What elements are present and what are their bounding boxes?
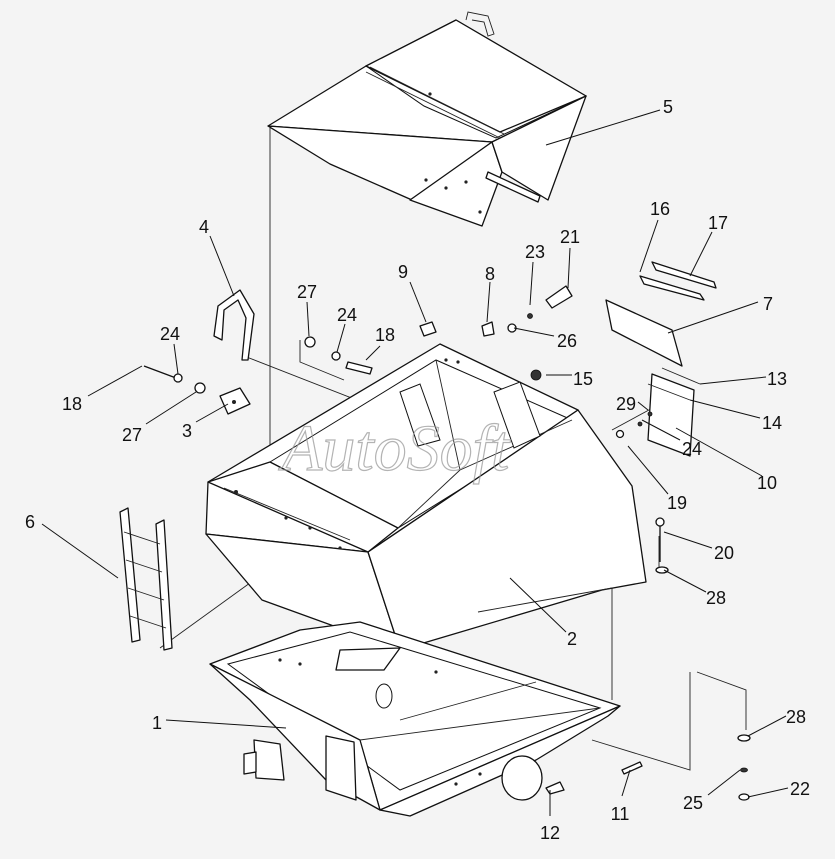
leader-line-c26 (513, 327, 555, 337)
callout-c27b: 27 (297, 282, 317, 302)
callout-c11: 11 (611, 804, 630, 824)
gasket-strips (639, 261, 717, 301)
callout-c19: 19 (667, 493, 687, 513)
leader-line-c24a (173, 343, 179, 375)
leader-line-c21 (567, 247, 571, 289)
callout-c12: 12 (540, 823, 560, 843)
leader-line-c4 (209, 235, 235, 297)
leader-line-c20 (663, 531, 713, 549)
leader-line-c29 (637, 401, 649, 411)
leader-line-c2 (509, 577, 567, 633)
callout-c5: 5 (663, 97, 673, 117)
callout-c28b: 28 (786, 707, 806, 727)
callout-c18a: 18 (62, 394, 82, 414)
hopper-extension (267, 11, 588, 227)
callout-c26: 26 (557, 331, 577, 351)
leader-line-c24c (641, 419, 681, 441)
callout-c9: 9 (398, 262, 408, 282)
callout-c15: 15 (573, 369, 593, 389)
handle (213, 289, 255, 361)
leader-line-c23 (529, 261, 534, 306)
callout-c20: 20 (714, 543, 734, 563)
callout-c8: 8 (485, 264, 495, 284)
callout-c23: 23 (525, 242, 545, 262)
leader-line-c17 (689, 231, 713, 277)
leader-line-c28b (747, 715, 787, 737)
leader-line-c11 (621, 769, 631, 797)
callout-c6: 6 (25, 512, 35, 532)
callout-c27a: 27 (122, 425, 142, 445)
leader-line-c19 (627, 445, 669, 495)
callout-c13: 13 (767, 369, 787, 389)
leader-line-c27b (306, 301, 310, 337)
main-bin (205, 343, 647, 663)
leader-line-c6 (41, 523, 119, 579)
callout-c24a: 24 (160, 324, 180, 344)
callout-c28a: 28 (706, 588, 726, 608)
callout-c14: 14 (762, 413, 782, 433)
bottom-hopper (209, 621, 621, 817)
callout-c3: 3 (182, 421, 192, 441)
leader-line-c18b (365, 345, 381, 361)
callout-labels: 1234567891011121314151617181819202122232… (25, 97, 810, 843)
callout-c2: 2 (567, 629, 577, 649)
leader-line-c13 (699, 376, 767, 385)
panel-window (605, 299, 683, 367)
callout-c4: 4 (199, 217, 209, 237)
callout-c29: 29 (616, 394, 636, 414)
callout-c16: 16 (650, 199, 670, 219)
leader-line-c5 (545, 109, 661, 146)
leader-line-c25 (707, 769, 741, 796)
leader-line-c8 (486, 281, 491, 323)
leader-line-c7 (667, 301, 759, 334)
callout-c1: 1 (152, 713, 162, 733)
leader-line-c1 (165, 719, 287, 729)
side-plate (647, 367, 701, 457)
callout-c24b: 24 (337, 305, 357, 325)
callout-c22: 22 (790, 779, 810, 799)
ladder (119, 507, 173, 651)
leader-line-c24b (336, 323, 346, 353)
leader-line-c9 (409, 281, 427, 323)
watermark-text: AutoSoft (278, 412, 511, 485)
callout-c21: 21 (560, 227, 580, 247)
leader-line-c16 (639, 219, 659, 273)
callout-c7: 7 (763, 294, 773, 314)
callout-c24c: 24 (682, 439, 702, 459)
leader-line-c3 (195, 403, 229, 423)
leader-line-c10 (675, 427, 763, 477)
leader-line-c28a (663, 569, 707, 593)
callout-c10: 10 (757, 473, 777, 493)
callout-c18b: 18 (375, 325, 395, 345)
fasteners (143, 285, 751, 801)
leader-line-c14 (689, 399, 761, 419)
callout-c25: 25 (683, 793, 703, 813)
leader-line-c22 (747, 787, 789, 798)
callout-c17: 17 (708, 213, 728, 233)
cap (219, 387, 251, 415)
leader-line-c27a (145, 391, 197, 425)
leader-line-c18a (87, 365, 143, 397)
